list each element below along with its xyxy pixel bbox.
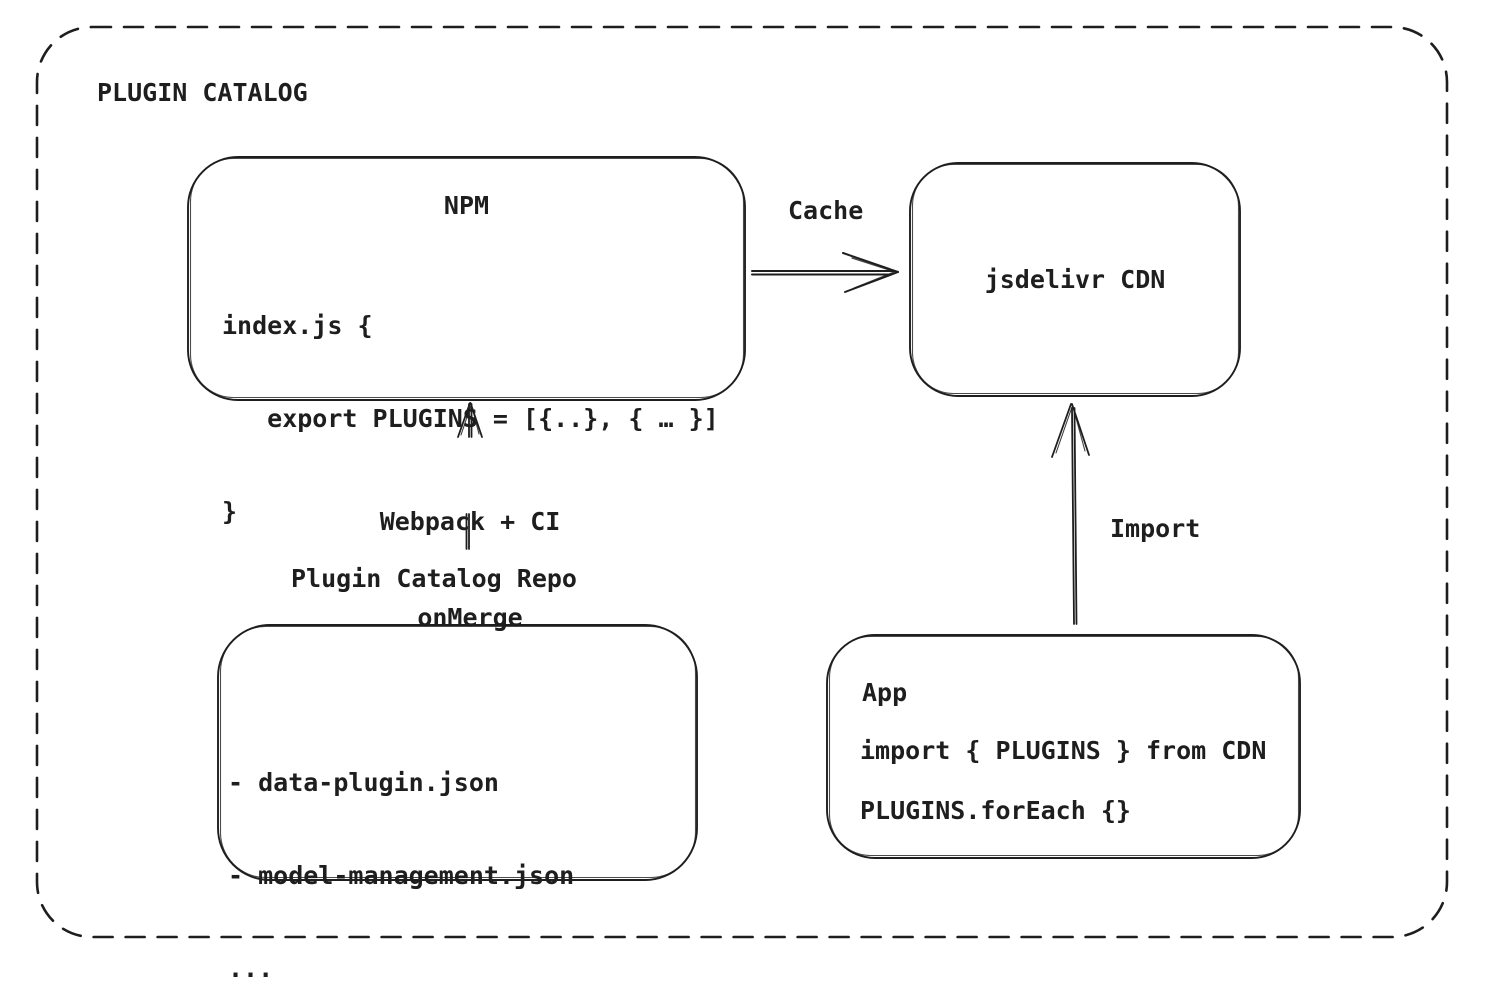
repo-box-caption: Plugin Catalog Repo	[291, 564, 577, 593]
repo-box	[217, 624, 698, 881]
npm-box-title: NPM	[443, 191, 490, 220]
cdn-box	[909, 162, 1241, 397]
repo-file-list: - data-plugin.json - model-management.js…	[228, 705, 574, 1002]
build-arrow	[457, 402, 483, 550]
npm-code-block: index.js { export PLUGINS = [{..}, { … }…	[222, 248, 719, 589]
app-code-line: import { PLUGINS } from CDN	[860, 736, 1267, 765]
import-arrow-label: Import	[1110, 514, 1201, 543]
import-arrow	[1051, 403, 1090, 625]
cdn-box-label: jsdelivr CDN	[910, 163, 1240, 396]
npm-code-line: }	[222, 497, 238, 526]
app-box	[826, 634, 1301, 859]
app-code-line: PLUGINS.forEach {}	[860, 796, 1131, 825]
plugin-catalog-boundary	[35, 25, 1449, 939]
cdn-box-label-text: jsdelivr CDN	[984, 265, 1166, 294]
build-arrow-label-line: Webpack + CI	[379, 507, 561, 536]
cache-arrow-label: Cache	[788, 196, 864, 225]
build-arrow-label-line: onMerge	[417, 603, 523, 632]
repo-file-item: ...	[228, 954, 274, 983]
cache-arrow	[751, 252, 899, 293]
diagram-title: PLUGIN CATALOG	[97, 78, 308, 107]
repo-file-item: - data-plugin.json	[228, 768, 499, 797]
repo-file-item: - model-management.json	[228, 861, 575, 890]
app-box-title: App	[862, 678, 908, 707]
npm-code-line: export PLUGINS = [{..}, { … }]	[222, 404, 719, 433]
npm-code-line: index.js {	[222, 311, 373, 340]
build-arrow-label: Webpack + CI onMerge	[310, 442, 630, 698]
npm-box	[187, 156, 746, 401]
